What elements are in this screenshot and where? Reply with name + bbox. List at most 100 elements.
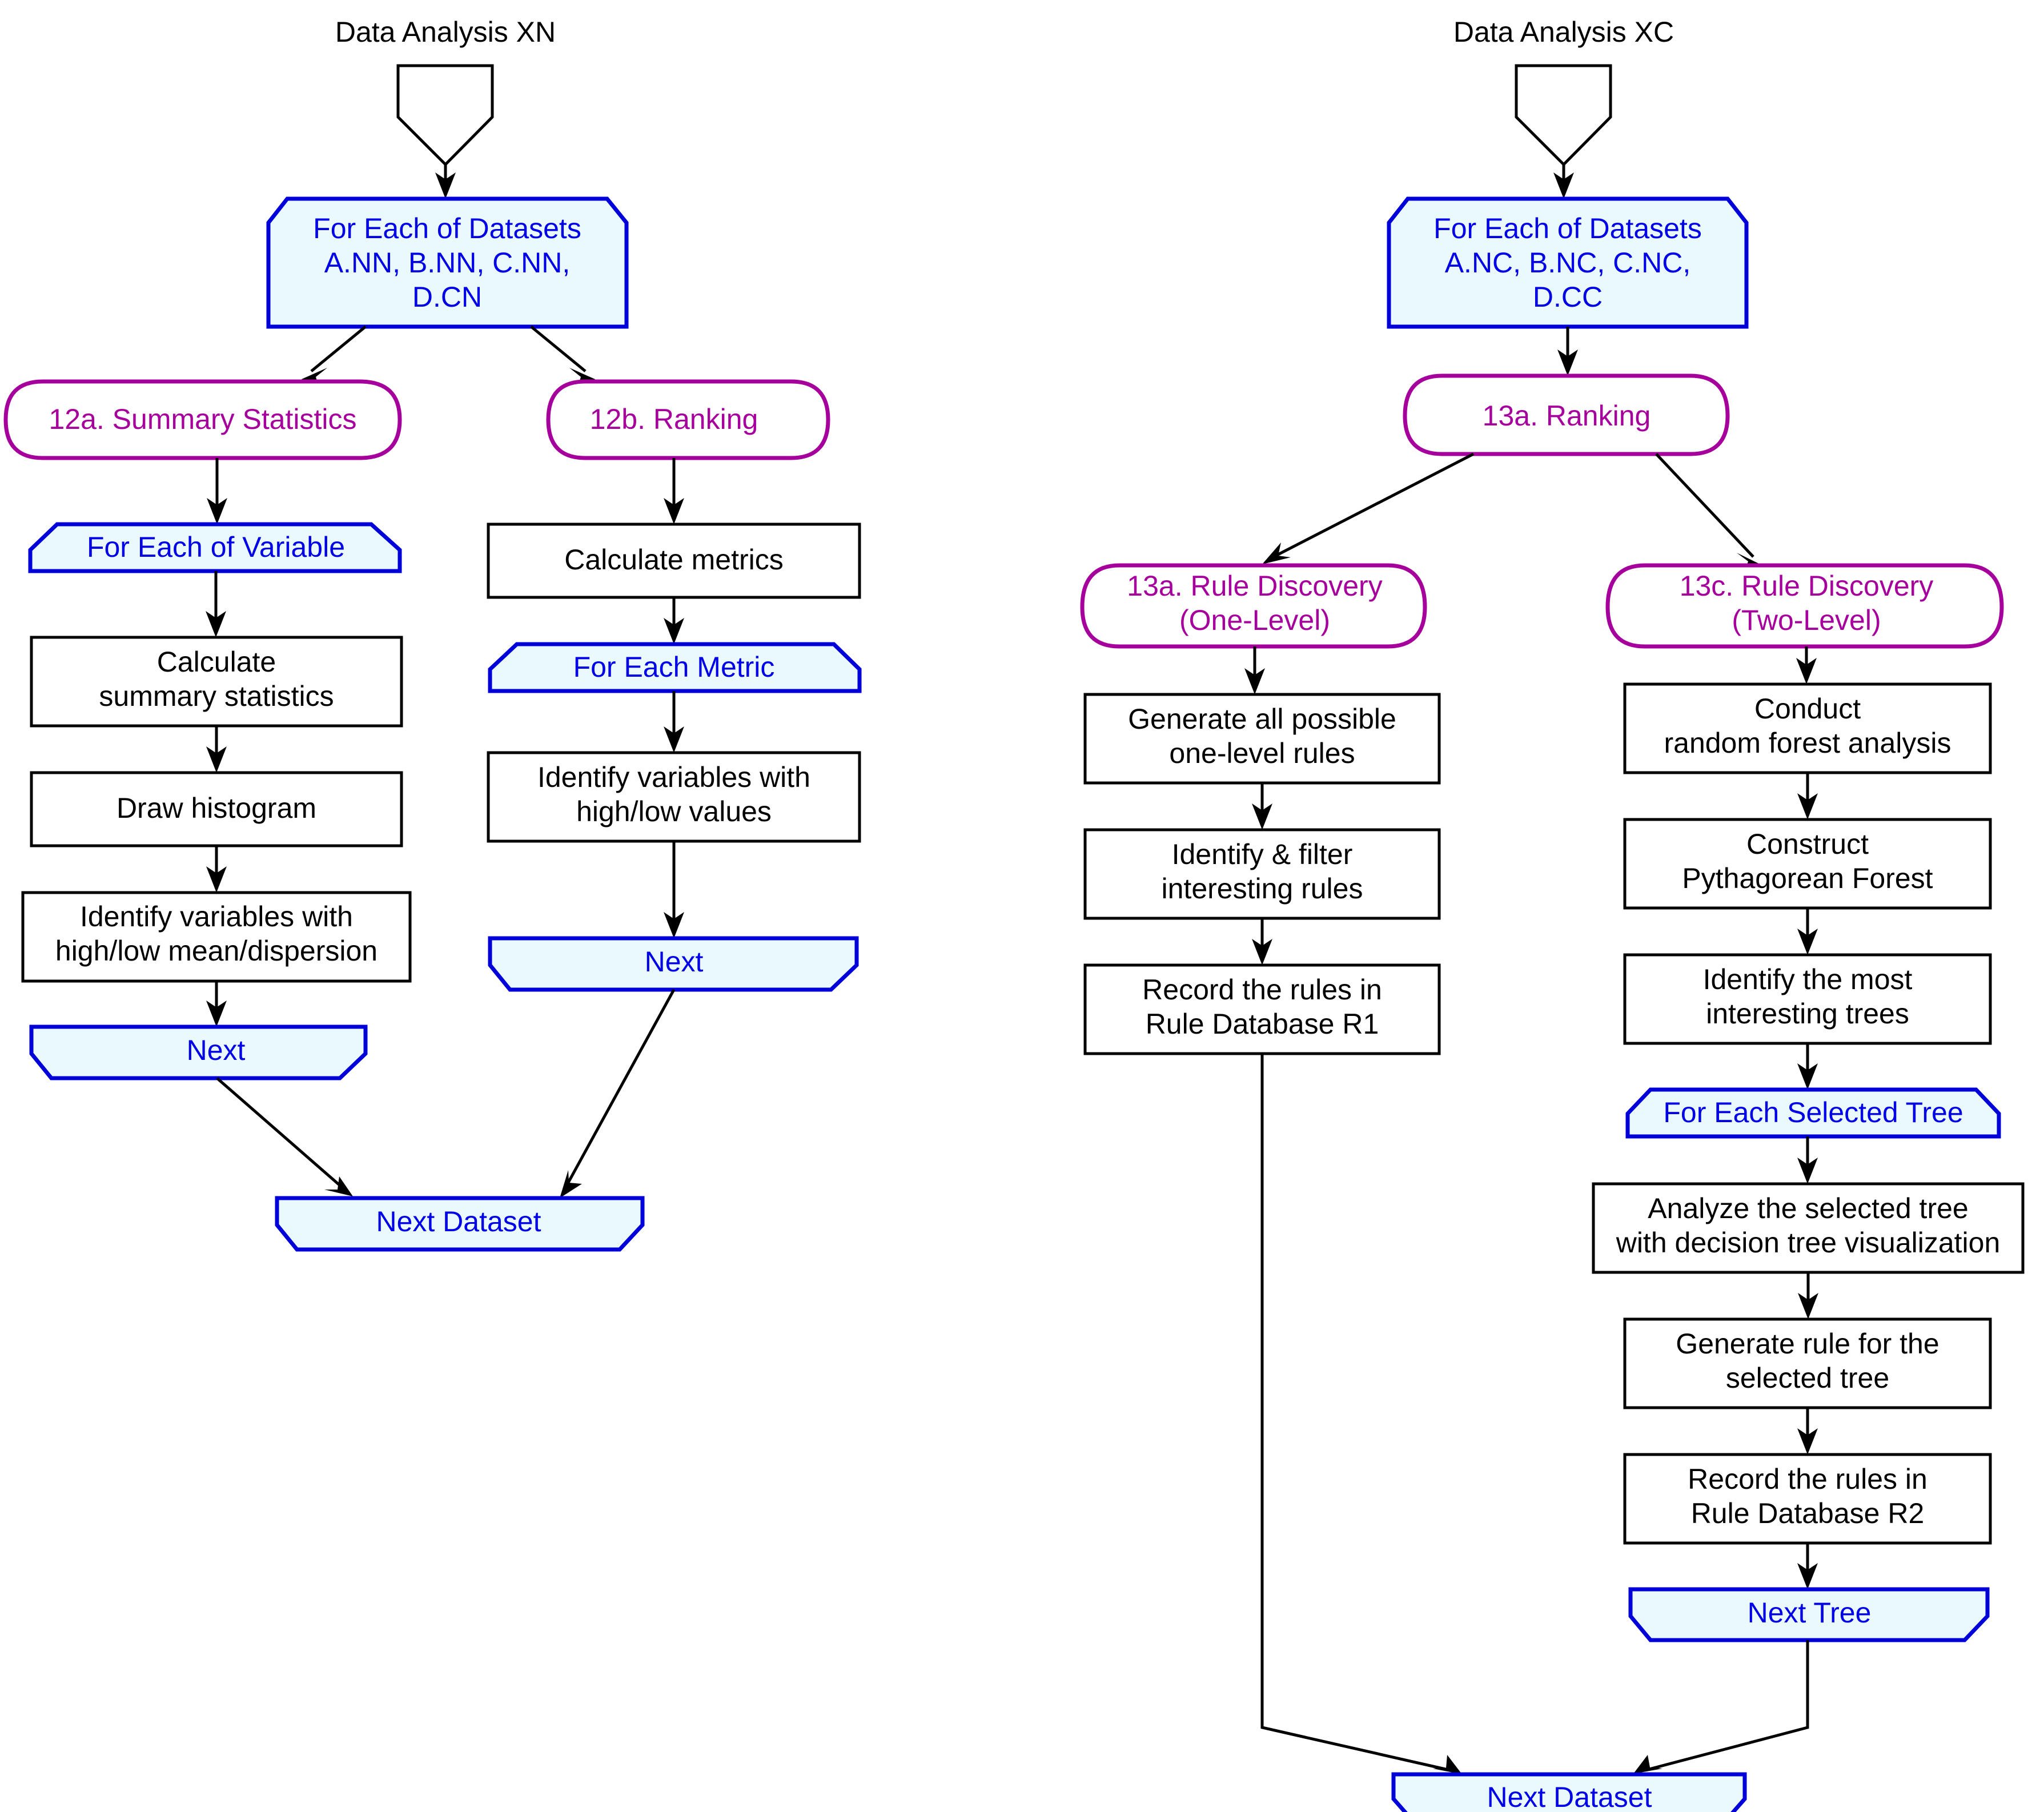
process-generate-rules-line1: Generate all possible	[1128, 703, 1396, 735]
process-identify-values-line1: Identify variables with	[537, 761, 810, 793]
edge-datasets-to-12a	[310, 326, 367, 372]
arrowhead	[1797, 1063, 1818, 1090]
process-generate-rule-line2: selected tree	[1726, 1362, 1889, 1394]
process-interesting-trees-line1: Identify the most	[1703, 963, 1913, 995]
arrowhead	[664, 726, 684, 753]
loop-start-datasets-right[interactable]	[1387, 196, 1749, 329]
loop-end-next-dataset-right-label: Next Dataset	[1487, 1781, 1652, 1812]
process-construct-pythagorean-forest	[1623, 818, 1992, 910]
loop-start-selected-tree[interactable]	[1625, 1087, 2001, 1139]
arrowhead	[560, 1170, 582, 1198]
process-generate-one-level-rules	[1083, 693, 1441, 785]
process-record-rules-r2	[1623, 1453, 1992, 1545]
arrowhead	[569, 368, 595, 390]
process-calculate-summary-line2: summary statistics	[99, 680, 334, 712]
arrowhead	[1433, 1755, 1462, 1774]
entry-label-right: Data Analysis XC	[1453, 16, 1674, 48]
loop-start-variable[interactable]	[28, 522, 402, 573]
loop-end-next-tree-label: Next Tree	[1748, 1597, 1872, 1629]
stage-12a-summary-statistics[interactable]	[3, 379, 402, 460]
process-filter-rules-line2: interesting rules	[1162, 873, 1363, 905]
arrowhead	[1252, 803, 1272, 830]
process-analyze-tree-line2: with decision tree visualization	[1616, 1227, 2001, 1259]
process-identify-values-line2: high/low values	[576, 795, 772, 827]
arrowhead	[664, 498, 684, 524]
process-draw-histogram	[30, 771, 403, 847]
edge-r1-to-next-dataset-right	[1260, 1054, 1451, 1772]
loop-datasets-right-line3: D.CC	[1533, 281, 1603, 313]
stage-12b-ranking[interactable]	[546, 379, 830, 460]
arrowhead	[1244, 668, 1265, 694]
process-generate-rule-line1: Generate rule for the	[1676, 1328, 1939, 1360]
arrowhead	[1252, 939, 1272, 965]
process-record-r1-line1: Record the rules in	[1142, 974, 1382, 1006]
edge-nexttree-to-next-dataset-right	[1644, 1640, 1809, 1772]
arrowhead	[1797, 793, 1818, 819]
arrowhead	[324, 1176, 353, 1196]
process-generate-rules-line2: one-level rules	[1169, 737, 1355, 769]
process-filter-rules-line1: Identify & filter	[1172, 838, 1353, 870]
arrowhead	[1797, 1563, 1818, 1589]
loop-end-next-b[interactable]	[488, 936, 859, 992]
process-random-forest-line2: random forest analysis	[1664, 727, 1951, 759]
entry-terminator-left	[396, 64, 494, 167]
arrowhead	[1633, 1755, 1662, 1774]
loop-selected-tree-label: For Each Selected Tree	[1663, 1096, 1963, 1128]
arrowhead	[664, 912, 684, 938]
loop-end-next-a-label: Next	[187, 1034, 246, 1066]
loop-metric-label: For Each Metric	[573, 651, 775, 683]
stage-13a-rule-discovery-one-level[interactable]	[1080, 563, 1427, 649]
arrowhead	[1797, 1158, 1818, 1184]
arrowhead	[1797, 1428, 1818, 1455]
arrowhead	[1797, 929, 1818, 955]
loop-end-next-dataset-left[interactable]	[275, 1196, 645, 1252]
process-pythagorean-line1: Construct	[1746, 828, 1869, 860]
edge-datasets-to-12b	[530, 326, 587, 372]
stage-two-level-line1: 13c. Rule Discovery	[1680, 570, 1934, 602]
stage-13a-ranking[interactable]	[1403, 373, 1730, 456]
loop-datasets-right-line2: A.NC, B.NC, C.NC,	[1445, 247, 1691, 279]
stage-12b-label: 12b. Ranking	[590, 403, 758, 435]
stage-12a-label: 12a. Summary Statistics	[49, 403, 356, 435]
process-draw-histogram-label: Draw histogram	[117, 792, 316, 824]
process-identify-mean-line1: Identify variables with	[80, 901, 353, 933]
process-calculate-metrics-label: Calculate metrics	[564, 544, 783, 576]
edge-nexta-to-nextdataset	[216, 1077, 344, 1189]
loop-end-next-tree[interactable]	[1628, 1587, 1990, 1642]
stage-13a-ranking-label: 13a. Ranking	[1483, 400, 1651, 432]
arrowhead	[206, 866, 227, 893]
process-record-r2-line2: Rule Database R2	[1691, 1497, 1925, 1529]
process-analyze-tree-line1: Analyze the selected tree	[1648, 1192, 1968, 1224]
arrowhead	[1796, 658, 1817, 684]
process-random-forest-line1: Conduct	[1754, 693, 1861, 725]
loop-datasets-line3: D.CN	[412, 281, 482, 313]
loop-end-next-a[interactable]	[29, 1024, 368, 1080]
arrowhead	[664, 618, 684, 644]
stage-13c-rule-discovery-two-level[interactable]	[1605, 563, 2004, 649]
arrowhead	[206, 611, 226, 637]
stage-two-level-line2: (Two-Level)	[1732, 604, 1881, 636]
loop-start-metric[interactable]	[488, 642, 862, 693]
edge-nextb-to-nextdataset	[564, 989, 676, 1189]
loop-datasets-right-line1: For Each of Datasets	[1433, 212, 1702, 244]
process-interesting-trees-line2: interesting trees	[1706, 998, 1909, 1030]
edge-13a-to-one-level	[1272, 452, 1475, 559]
loop-start-datasets-left[interactable]	[266, 196, 629, 329]
stage-one-level-line2: (One-Level)	[1179, 604, 1330, 636]
edge-13a-to-two-level	[1655, 453, 1754, 558]
arrowhead	[207, 498, 227, 524]
arrowhead	[1798, 1293, 1818, 1319]
process-record-r1-line2: Rule Database R1	[1146, 1008, 1379, 1040]
loop-datasets-line2: A.NN, B.NN, C.NN,	[324, 247, 571, 279]
arrowhead	[1262, 543, 1291, 564]
arrowhead	[206, 1001, 227, 1027]
arrowhead	[1553, 172, 1574, 199]
loop-datasets-line1: For Each of Datasets	[313, 212, 581, 244]
process-record-r2-line1: Record the rules in	[1688, 1463, 1927, 1495]
arrowhead	[435, 172, 456, 199]
process-identify-mean-dispersion	[21, 891, 412, 983]
process-identify-mean-line2: high/low mean/dispersion	[55, 935, 378, 967]
loop-end-next-dataset-right[interactable]	[1391, 1772, 1747, 1812]
